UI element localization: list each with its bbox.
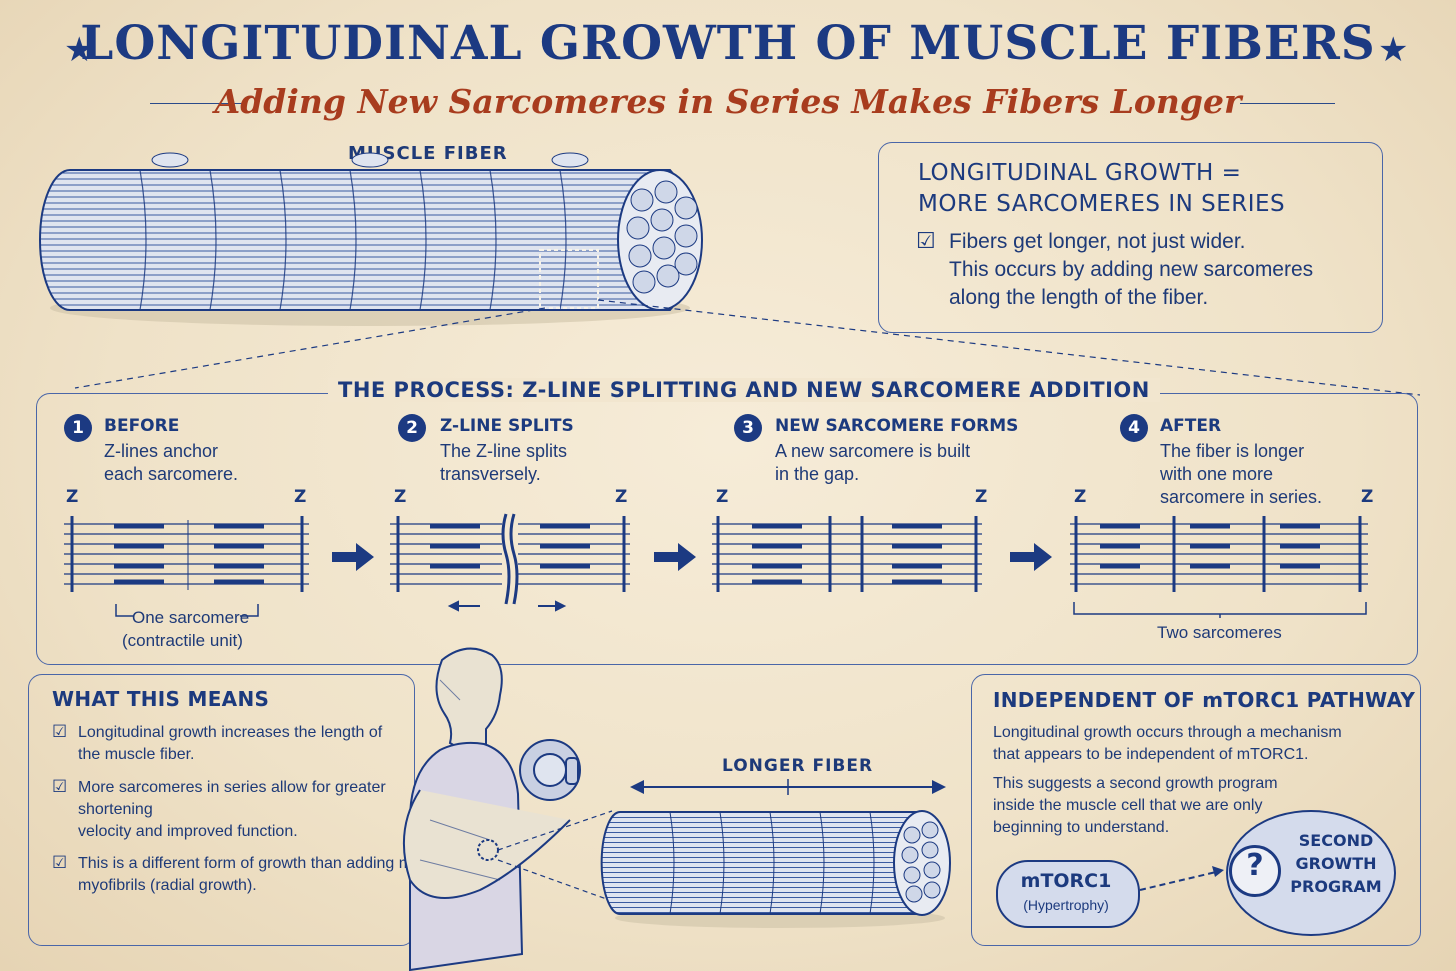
second-growth-line3: PROGRAM	[1290, 877, 1382, 896]
longer-fiber-arrow	[630, 779, 946, 795]
z-label-3a: Z	[716, 487, 729, 507]
process-title: THE PROCESS: Z-LINE SPLITTING AND NEW SA…	[328, 378, 1160, 402]
one-sarcomere-label: One sarcomere	[132, 608, 250, 627]
step-4-number: 4	[1120, 414, 1148, 442]
mtorc1-node-title: mTORC1	[1020, 870, 1112, 892]
star-left-icon: ★	[64, 30, 95, 70]
step-1-line2: each sarcomere.	[104, 464, 239, 484]
z-label-4a: Z	[1074, 487, 1087, 507]
step-1-line1: Z-lines anchor	[104, 441, 219, 461]
second-growth-line1: SECOND	[1298, 831, 1374, 850]
mtorc-p2-line2: inside the muscle cell that we are only	[993, 797, 1263, 814]
checkbox-icon: ☑	[52, 722, 68, 742]
step-4-title: AFTER	[1160, 416, 1222, 436]
step-4-line2: with one more	[1160, 464, 1274, 484]
meaning-item-2-line1: More sarcomeres in series allow for grea…	[78, 779, 386, 796]
z-label-1a: Z	[66, 487, 79, 507]
z-label-2a: Z	[394, 487, 407, 507]
meaning-item-3-line1: This is a different form of growth than …	[78, 855, 436, 872]
meaning-item-1-line2: the muscle fiber.	[78, 746, 195, 763]
page-subtitle: Adding New Sarcomeres in Series Makes Fi…	[214, 82, 1242, 121]
step-3-title: NEW SARCOMERE FORMS	[775, 416, 1019, 436]
arrow-right-icon	[332, 543, 374, 571]
mtorc1-node-sub: (Hypertrophy)	[1023, 897, 1109, 913]
subtitle-rule-left	[150, 103, 245, 104]
dashed-arrow	[1139, 866, 1224, 891]
sarcomere-new-forms	[712, 516, 982, 592]
two-sarcomeres-bracket	[1073, 602, 1367, 618]
checkbox-icon: ☑	[52, 853, 68, 873]
star-right-icon: ★	[1378, 30, 1409, 70]
sarcomere-after	[1070, 516, 1368, 592]
meaning-item-1-line1: Longitudinal growth increases the length…	[78, 724, 383, 741]
meaning-item-2-line2: shortening	[78, 801, 153, 818]
summary-box	[878, 142, 1383, 333]
step-1-number: 1	[64, 414, 92, 442]
meaning-item-3-line2: myofibrils (radial growth).	[78, 877, 257, 894]
step-3-number: 3	[734, 414, 762, 442]
arrow-right-icon	[1010, 543, 1052, 571]
summary-heading-line2: MORE SARCOMERES IN SERIES	[918, 191, 1286, 217]
two-sarcomeres-label: Two sarcomeres	[1157, 623, 1282, 642]
z-label-2b: Z	[615, 487, 628, 507]
arrow-right-icon	[654, 543, 696, 571]
mtorc-p1-line1: Longitudinal growth occurs through a mec…	[993, 724, 1342, 741]
step-2-number: 2	[398, 414, 426, 442]
sarcomere-before	[64, 516, 309, 592]
summary-heading-line1: LONGITUDINAL GROWTH =	[918, 160, 1242, 186]
subtitle-rule-right	[1240, 103, 1335, 104]
step-3-line1: A new sarcomere is built	[775, 441, 971, 461]
meaning-item-2-line3: velocity and improved function.	[78, 823, 298, 840]
summary-line-3: along the length of the fiber.	[949, 286, 1209, 309]
man-lifting-dumbbell-illustration	[402, 647, 581, 971]
mtorc1-node	[996, 860, 1140, 928]
summary-line-1: Fibers get longer, not just wider.	[949, 230, 1246, 253]
checkbox-icon: ☑	[52, 777, 68, 797]
step-1-title: BEFORE	[104, 416, 180, 436]
step-2-line2: transversely.	[440, 464, 541, 484]
question-icon	[1229, 845, 1281, 897]
second-growth-line2: GROWTH	[1295, 854, 1377, 873]
mtorc-p1-line2: that appears to be independent of mTORC1…	[993, 746, 1309, 763]
step-4-line1: The fiber is longer	[1160, 441, 1305, 461]
muscle-fiber-illustration	[39, 152, 703, 326]
longer-fiber-label: LONGER FIBER	[722, 756, 874, 776]
mtorc-panel	[971, 674, 1421, 946]
step-2-title: Z-LINE SPLITS	[440, 416, 574, 436]
contractile-unit-label: (contractile unit)	[122, 631, 243, 650]
longer-fiber-illustration	[600, 810, 951, 928]
checkbox-icon: ☑	[916, 229, 936, 254]
sarcomere-splitting	[390, 513, 630, 612]
mtorc-title: INDEPENDENT OF mTORC1 PATHWAY	[993, 688, 1416, 712]
step-4-line3: sarcomere in series.	[1160, 487, 1323, 507]
mtorc-p2-line3: beginning to understand.	[993, 819, 1170, 836]
page-title: LONGITUDINAL GROWTH OF MUSCLE FIBERS	[80, 16, 1376, 71]
step-2-line1: The Z-line splits	[440, 441, 568, 461]
z-label-4b: Z	[1361, 487, 1374, 507]
one-sarcomere-bracket	[115, 604, 259, 617]
question-mark: ?	[1246, 848, 1264, 883]
mtorc-p2-line1: This suggests a second growth program	[993, 775, 1278, 792]
z-label-1b: Z	[294, 487, 307, 507]
meaning-title: WHAT THIS MEANS	[52, 687, 270, 711]
step-3-line2: in the gap.	[775, 464, 860, 484]
z-label-3b: Z	[975, 487, 988, 507]
summary-line-2: This occurs by adding new sarcomeres	[949, 258, 1314, 281]
